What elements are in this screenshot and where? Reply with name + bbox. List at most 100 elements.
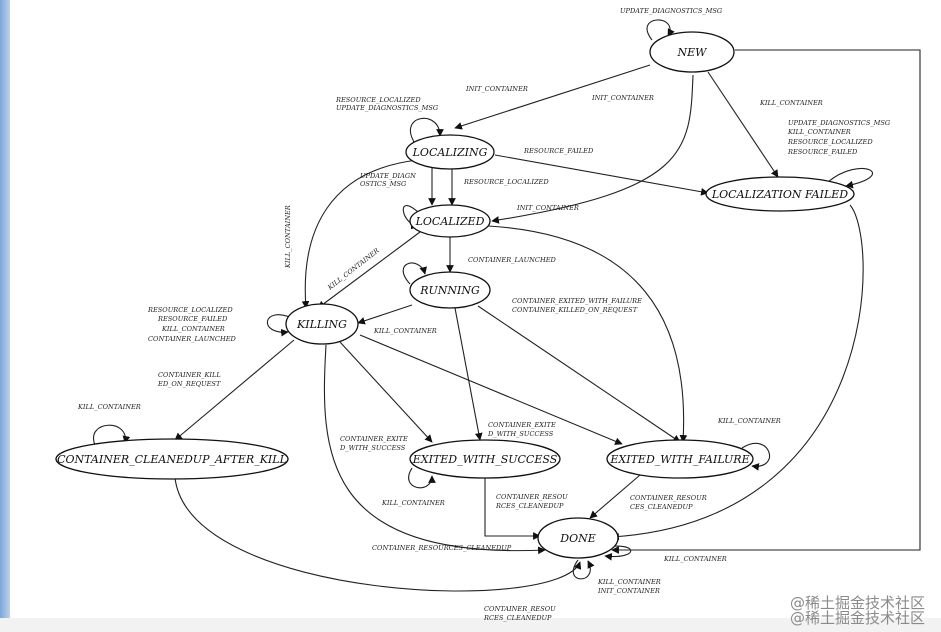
label-ews-self: KILL_CONTAINER [381,499,445,507]
label-localizing-self-1: RESOURCE_LOCALIZED [335,96,421,104]
state-exited-with-success-label: EXITED_WITH_SUCCESS [412,453,558,466]
watermark-line-1: @稀土掘金技术社区 [789,594,925,612]
state-new-label: NEW [677,46,709,59]
label-init-container-2: INIT_CONTAINER [591,94,654,102]
label-done-bottom-1: KILL_CONTAINER [597,578,661,586]
state-localizing-label: LOCALIZING [412,146,488,159]
states: NEW LOCALIZING LOCALIZED LOCALIZATION FA… [55,31,855,559]
label-resource-failed: RESOURCE_FAILED [523,147,594,155]
label-lf-self-4: RESOURCE_FAILED [787,148,858,156]
label-init-container-1: INIT_CONTAINER [465,85,528,93]
edge-killing-self [266,314,293,337]
label-kill-container-localizing: KILL_CONTAINER [284,205,292,269]
label-cleanup-ews-1: CONTAINER_RESOU [496,493,568,501]
label-container-launched: CONTAINER_LAUNCHED [468,256,557,264]
label-ewf-self: KILL_CONTAINER [717,417,781,425]
label-lf-self-2: KILL_CONTAINER [787,128,851,136]
edge-localized-ewf [487,225,688,443]
label-kill-container-new: KILL_CONTAINER [759,99,823,107]
label-exited-success-b2: D_WITH_SUCCESS [339,444,406,452]
label-done-bottom-2: INIT_CONTAINER [597,587,660,595]
edge-ewf-done [589,474,641,519]
watermark-line-2: @稀土掘金技术社区 [789,609,925,627]
label-update-diag-1: UPDATE_DIAGN [360,172,416,180]
label-exited-failure-2: CONTAINER_KILLED_ON_REQUEST [512,306,638,314]
label-localizing-self-2: UPDATE_DIAGNOSTICS_MSG [336,104,438,112]
label-cleanup-ews-2: RCES_CLEANEDUP [495,502,564,510]
edge-localizing-localization-failed [494,154,709,196]
label-killing-self-3: KILL_CONTAINER [161,325,225,333]
state-done-label: DONE [559,532,596,545]
state-cleanedup-after-kill: CONTAINER_CLEANEDUP_AFTER_KILL [55,438,289,480]
edge-cleanedup-self [93,424,131,446]
edge-killing-done [323,344,546,555]
label-cleanup-after-kill-1: CONTAINER_RESOU [484,605,556,613]
edge-localizing-self [409,117,444,146]
edge-new-localizing [454,64,651,130]
label-exited-success-a2: D_WITH_SUCCESS [487,430,554,438]
edge-done-bottom-self [572,559,595,580]
label-cleanup-ewf-2: CES_CLEANEDUP [630,503,693,511]
edge-new-self [646,19,675,41]
label-done-self: KILL_CONTAINER [663,555,727,563]
label-init-container-3: INIT_CONTAINER [516,204,579,212]
edge-killing-cleanedup [174,339,295,441]
state-running: RUNNING [409,271,491,309]
edge-killing-ewf [359,334,623,445]
watermark: @稀土掘金技术社区 @稀土掘金技术社区 [790,596,925,626]
label-killed-on-request-1: CONTAINER_KILL [158,371,221,379]
edge-localizing-killing [301,159,419,309]
edge-lf-self [827,168,873,189]
label-killing-self-4: CONTAINER_LAUNCHED [148,335,237,343]
label-exited-success-a1: CONTAINER_EXITE [488,421,556,429]
state-exited-with-success: EXITED_WITH_SUCCESS [409,439,561,479]
label-cleanedup-self: KILL_CONTAINER [77,403,141,411]
label-update-diag-2: OSTICS_MSG [360,180,406,188]
edge-ews-done [484,478,541,540]
edge-lf-done [611,204,864,541]
state-exited-with-failure-label: EXITED_WITH_FAILURE [609,453,749,466]
edge-running-killing [357,304,413,325]
edge-running-ewf [477,305,681,443]
label-lf-self-3: RESOURCE_LOCALIZED [787,138,873,146]
state-killing-label: KILLING [296,318,347,331]
state-localization-failed-label: LOCALIZATION FAILED [711,188,848,201]
state-localized-label: LOCALIZED [415,215,485,228]
edge-new-localization-failed [707,71,779,178]
label-killing-self-1: RESOURCE_LOCALIZED [147,306,233,314]
label-kill-container-running: KILL_CONTAINER [373,327,437,335]
edge-cleanedup-done [174,477,582,592]
edge-labels: UPDATE_DIAGNOSTICS_MSG INIT_CONTAINER IN… [77,7,890,622]
label-cleanup-killing: CONTAINER_RESOURCES_CLEANEDUP [372,544,512,552]
label-cleanup-after-kill-2: RCES_CLEANEDUP [483,614,552,622]
edge-ews-self [408,467,436,489]
label-resource-localized: RESOURCE_LOCALIZED [463,178,549,186]
edge-ewf-self [741,442,770,471]
label-kill-container-localized: KILL_CONTAINER [326,247,381,293]
state-localization-failed: LOCALIZATION FAILED [705,176,855,212]
edge-new-done [611,49,921,554]
edge-new-localized [491,74,694,224]
label-exited-failure-1: CONTAINER_EXITED_WITH_FAILURE [512,297,642,305]
edges [93,19,921,592]
label-new-self: UPDATE_DIAGNOSTICS_MSG [620,7,722,15]
edge-running-ews [454,307,483,441]
window-edge-bar [0,0,10,632]
state-new: NEW [649,31,735,73]
state-done: DONE [537,517,619,559]
state-localizing: LOCALIZING [405,134,495,170]
bottom-strip [0,618,941,632]
state-localized: LOCALIZED [409,204,491,238]
edge-localized-killing [317,231,421,309]
edge-running-self [402,262,427,285]
label-cleanup-ewf-1: CONTAINER_RESOUR [630,494,707,502]
label-lf-self-1: UPDATE_DIAGNOSTICS_MSG [788,119,890,127]
state-running-label: RUNNING [419,284,480,297]
label-killing-self-2: RESOURCE_FAILED [157,315,228,323]
state-cleanedup-after-kill-label: CONTAINER_CLEANEDUP_AFTER_KILL [57,453,287,466]
label-killed-on-request-2: ED_ON_REQUEST [157,380,221,388]
state-exited-with-failure: EXITED_WITH_FAILURE [606,439,754,479]
state-killing: KILLING [285,303,359,345]
